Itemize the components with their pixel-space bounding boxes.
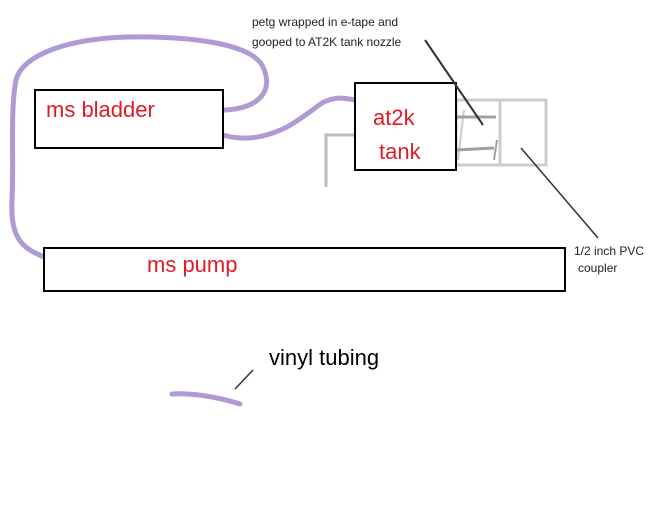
petg-tube-joint bbox=[493, 139, 498, 161]
tank-outlet-pipe bbox=[324, 133, 355, 187]
coupler-annotation-line2: coupler bbox=[578, 261, 617, 275]
coupler-annotation-line1: 1/2 inch PVC bbox=[574, 244, 644, 258]
legend-tubing-swatch bbox=[169, 391, 243, 407]
ms-bladder-label: ms bladder bbox=[46, 97, 155, 122]
nozzle-leader-line bbox=[424, 39, 484, 126]
at2k-tank-label-line1: at2k bbox=[373, 105, 416, 130]
coupler-leader-line bbox=[520, 147, 599, 239]
petg-tube-lower bbox=[455, 146, 495, 152]
tubing-bladder-to-tank bbox=[220, 95, 358, 141]
ms-bladder-box bbox=[34, 89, 224, 149]
tubing-pump-to-bladder bbox=[9, 34, 270, 260]
legend-leader-line bbox=[234, 369, 254, 390]
nozzle-annotation-line2: gooped to AT2K tank nozzle bbox=[252, 35, 402, 49]
ms-pump-label: ms pump bbox=[147, 252, 237, 277]
nozzle-annotation-line1: petg wrapped in e-tape and bbox=[252, 15, 398, 29]
at2k-tank-label-line2: tank bbox=[379, 139, 422, 164]
ms-pump-box bbox=[43, 247, 566, 292]
legend-tubing-label: vinyl tubing bbox=[269, 345, 379, 370]
at2k-tank-box bbox=[354, 82, 457, 171]
